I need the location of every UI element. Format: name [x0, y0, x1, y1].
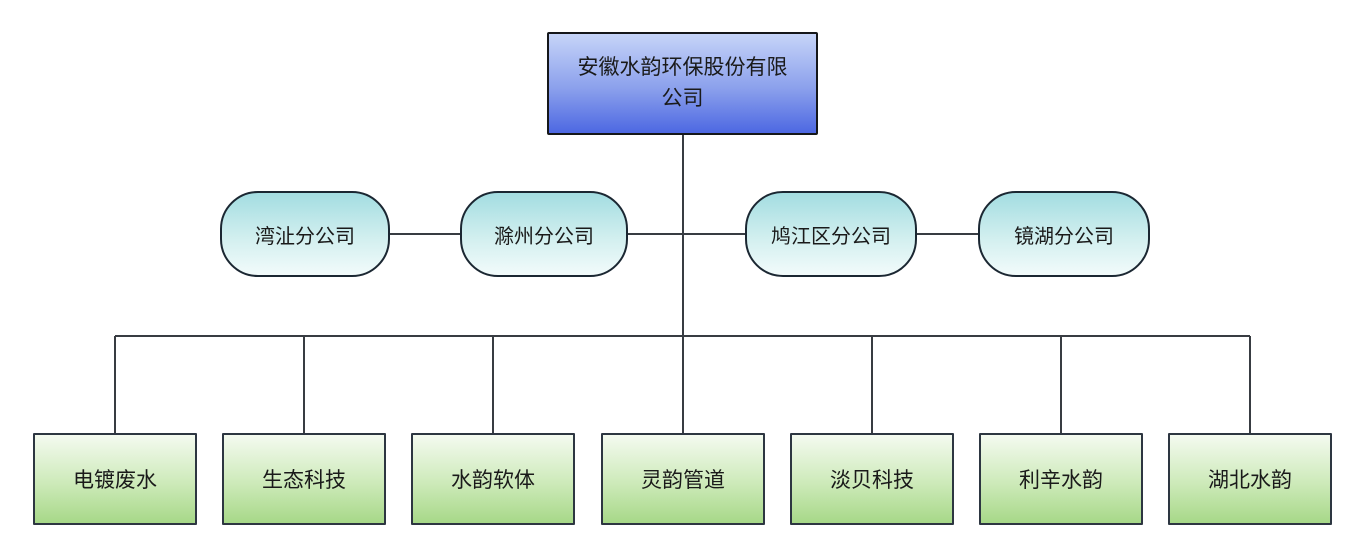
subsidiary-node-5[interactable]: 淡贝科技 — [790, 433, 954, 525]
branch-node-3[interactable]: 鸠江区分公司 — [745, 191, 917, 277]
subsidiary-node-7[interactable]: 湖北水韵 — [1168, 433, 1332, 525]
branch-node-label: 镜湖分公司 — [1014, 225, 1114, 248]
subsidiary-node-label: 灵韵管道 — [641, 469, 725, 492]
subsidiary-node-label: 电镀废水 — [73, 469, 157, 492]
subsidiary-node-label: 水韵软体 — [451, 469, 535, 492]
branch-node-label: 鸠江区分公司 — [771, 225, 891, 248]
subsidiary-node-label: 淡贝科技 — [830, 469, 914, 492]
root-node-label: 安徽水韵环保股份有限公司 — [577, 56, 788, 110]
root-node[interactable]: 安徽水韵环保股份有限公司 — [547, 32, 818, 135]
subsidiary-node-4[interactable]: 灵韵管道 — [601, 433, 765, 525]
subsidiary-node-3[interactable]: 水韵软体 — [411, 433, 575, 525]
subsidiary-node-1[interactable]: 电镀废水 — [33, 433, 197, 525]
subsidiary-node-2[interactable]: 生态科技 — [222, 433, 386, 525]
branch-node-2[interactable]: 滁州分公司 — [460, 191, 628, 277]
subsidiary-node-label: 利辛水韵 — [1019, 469, 1103, 492]
subsidiary-node-label: 湖北水韵 — [1208, 469, 1292, 492]
subsidiary-node-label: 生态科技 — [262, 469, 346, 492]
branch-node-4[interactable]: 镜湖分公司 — [978, 191, 1150, 277]
branch-node-label: 滁州分公司 — [494, 225, 594, 248]
branch-node-label: 湾沚分公司 — [255, 225, 355, 248]
branch-node-1[interactable]: 湾沚分公司 — [220, 191, 390, 277]
subsidiary-node-6[interactable]: 利辛水韵 — [979, 433, 1143, 525]
